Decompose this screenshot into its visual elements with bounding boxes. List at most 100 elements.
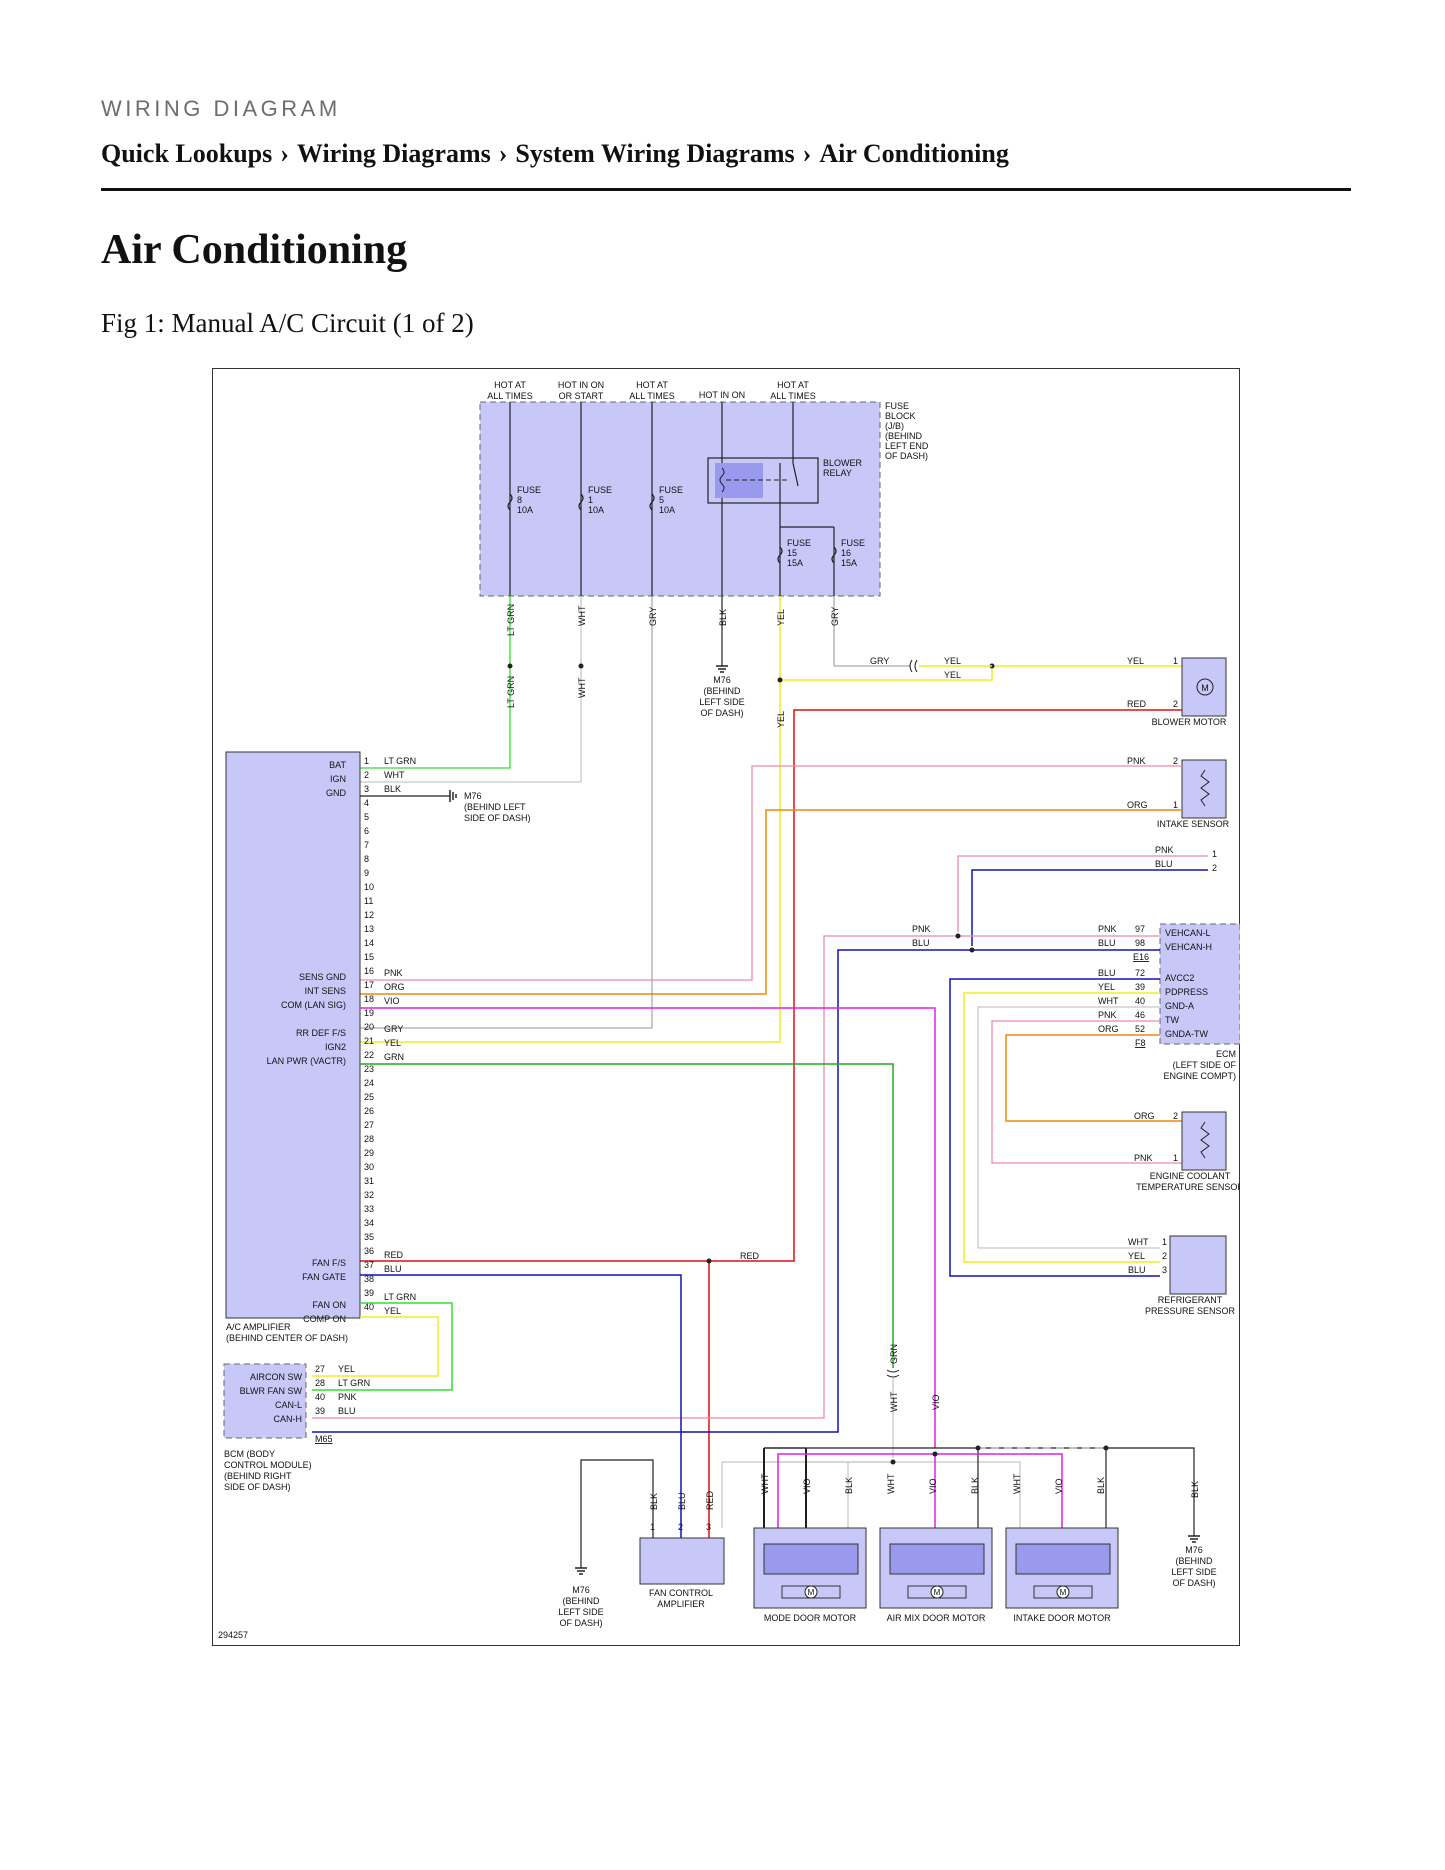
svg-text:2: 2 <box>678 1522 683 1532</box>
svg-text:(BEHIND: (BEHIND <box>885 431 923 441</box>
relay-contact <box>792 462 799 487</box>
svg-text:1: 1 <box>588 495 593 505</box>
svg-text:WHT: WHT <box>760 1473 770 1494</box>
svg-text:BLK: BLK <box>718 609 728 626</box>
svg-text:10A: 10A <box>588 505 604 515</box>
breadcrumb-quick-lookups[interactable]: Quick Lookups <box>101 139 273 168</box>
svg-text:1: 1 <box>1173 656 1178 666</box>
relay-coil-symbol <box>719 467 725 493</box>
ac-amplifier-pin-number: 4 <box>364 798 369 808</box>
wire-yel-comp-on <box>312 1316 439 1377</box>
ac-amplifier-pin-number: 2 <box>364 770 369 780</box>
svg-text:YEL: YEL <box>384 1306 401 1316</box>
breadcrumb-wiring-diagrams[interactable]: Wiring Diagrams <box>296 139 491 168</box>
svg-text:M65: M65 <box>315 1434 333 1444</box>
svg-text:SIDE OF DASH): SIDE OF DASH) <box>464 813 531 823</box>
svg-text:OF DASH): OF DASH) <box>559 1618 602 1628</box>
wire-blk-fan-amp <box>580 1459 654 1568</box>
svg-text:(BEHIND: (BEHIND <box>562 1596 600 1606</box>
fuse-block-box <box>479 401 881 597</box>
svg-text:BLU: BLU <box>384 1264 402 1274</box>
svg-text:PNK: PNK <box>912 924 931 934</box>
svg-text:LT GRN: LT GRN <box>384 1292 416 1302</box>
lan-wire-labels: GRN WHT VIO <box>889 1344 941 1412</box>
svg-text:REFRIGERANT: REFRIGERANT <box>1158 1295 1223 1305</box>
wire-lt-grn-fan-on <box>312 1302 453 1391</box>
svg-text:15A: 15A <box>787 558 803 568</box>
svg-text:3: 3 <box>1162 1265 1167 1275</box>
wire-gry-rr-def <box>360 596 653 1029</box>
svg-text:VIO: VIO <box>931 1394 941 1410</box>
ac-amplifier-pin-number: 8 <box>364 854 369 864</box>
svg-text:PNK: PNK <box>338 1392 357 1402</box>
bcm-label: BCM (BODY CONTROL MODULE) (BEHIND RIGHT … <box>224 1449 312 1492</box>
figure-id: 294257 <box>218 1630 248 1640</box>
svg-text:FAN F/S: FAN F/S <box>312 1258 346 1268</box>
breadcrumb-separator: › <box>498 139 508 168</box>
ac-amplifier-pin-number: 17 <box>364 980 374 990</box>
svg-text:BLOWER: BLOWER <box>823 458 863 468</box>
svg-text:PDPRESS: PDPRESS <box>1165 987 1208 997</box>
svg-text:28: 28 <box>315 1378 325 1388</box>
fan-control-amplifier-label: FAN CONTROL AMPLIFIER <box>649 1588 713 1609</box>
ecm-pin-numbers: 97 98 72 39 40 46 52 E16 F8 <box>1133 924 1149 1048</box>
wire-lt-grn-bat <box>360 596 513 769</box>
figure-caption: Fig 1: Manual A/C Circuit (1 of 2) <box>101 308 474 338</box>
svg-text:INTAKE DOOR MOTOR: INTAKE DOOR MOTOR <box>1013 1613 1111 1623</box>
ac-amplifier-pin-number: 31 <box>364 1176 374 1186</box>
svg-text:ALL TIMES: ALL TIMES <box>629 391 675 401</box>
ac-amplifier-pin-number: 20 <box>364 1022 374 1032</box>
ac-amplifier-pin-numbers: 1234567891011121314151617181920212223242… <box>364 756 374 1312</box>
svg-text:GRY: GRY <box>648 607 658 626</box>
svg-text:FUSE: FUSE <box>659 485 683 495</box>
ground-m76-top <box>716 596 728 673</box>
svg-text:VIO: VIO <box>802 1478 812 1494</box>
svg-text:BLK: BLK <box>1096 1477 1106 1494</box>
svg-text:FUSE: FUSE <box>885 401 909 411</box>
svg-text:PNK: PNK <box>1134 1153 1153 1163</box>
svg-text:16: 16 <box>841 548 851 558</box>
svg-text:LEFT SIDE: LEFT SIDE <box>1171 1567 1216 1577</box>
svg-text:BLU: BLU <box>912 938 930 948</box>
svg-text:40: 40 <box>1135 996 1145 1006</box>
svg-text:COM (LAN SIG): COM (LAN SIG) <box>281 1000 346 1010</box>
svg-text:M76: M76 <box>1185 1545 1203 1555</box>
svg-text:VEHCAN-L: VEHCAN-L <box>1165 928 1211 938</box>
svg-text:46: 46 <box>1135 1010 1145 1020</box>
svg-text:E16: E16 <box>1133 952 1149 962</box>
wire-gry-blower <box>833 596 910 667</box>
svg-text:GRY: GRY <box>870 656 889 666</box>
svg-text:ORG: ORG <box>384 982 405 992</box>
svg-text:SENS GND: SENS GND <box>299 972 347 982</box>
svg-text:VEHCAN-H: VEHCAN-H <box>1165 942 1212 952</box>
svg-text:2: 2 <box>1212 863 1217 873</box>
breadcrumb-air-conditioning[interactable]: Air Conditioning <box>819 139 1009 168</box>
svg-text:WHT: WHT <box>1012 1473 1022 1494</box>
svg-text:YEL: YEL <box>1098 982 1115 992</box>
intake-sensor-pins: PNK 2 ORG 1 <box>1127 756 1178 810</box>
svg-text:LEFT SIDE: LEFT SIDE <box>699 697 744 707</box>
svg-text:5: 5 <box>659 495 664 505</box>
svg-text:BLK: BLK <box>384 784 401 794</box>
breadcrumb-system-wiring-diagrams[interactable]: System Wiring Diagrams <box>515 139 795 168</box>
svg-text:BLOCK: BLOCK <box>885 411 916 421</box>
svg-text:BLK: BLK <box>649 1493 659 1510</box>
svg-text:1: 1 <box>1173 1153 1178 1163</box>
svg-text:GRY: GRY <box>384 1024 403 1034</box>
svg-text:27: 27 <box>315 1364 325 1374</box>
svg-text:BCM (BODY: BCM (BODY <box>224 1449 275 1459</box>
svg-text:YEL: YEL <box>1128 1251 1145 1261</box>
header-divider <box>101 188 1351 191</box>
ac-amplifier-pin-number: 7 <box>364 840 369 850</box>
ac-amplifier-pin-number: 12 <box>364 910 374 920</box>
svg-text:VIO: VIO <box>1054 1478 1064 1494</box>
ground-m76-bottom-label: M76 (BEHIND LEFT SIDE OF DASH) <box>558 1585 603 1628</box>
wire-blu-fan-gate <box>360 1274 682 1538</box>
wire-blu-avcc2 <box>949 978 1160 1277</box>
svg-text:AIR MIX DOOR MOTOR: AIR MIX DOOR MOTOR <box>887 1613 986 1623</box>
wire-can-l <box>312 933 1160 1419</box>
svg-text:LT GRN: LT GRN <box>506 676 516 708</box>
wire-org-int-sens <box>360 809 1182 995</box>
svg-text:BLU: BLU <box>1128 1265 1146 1275</box>
svg-text:OF DASH): OF DASH) <box>1172 1578 1215 1588</box>
